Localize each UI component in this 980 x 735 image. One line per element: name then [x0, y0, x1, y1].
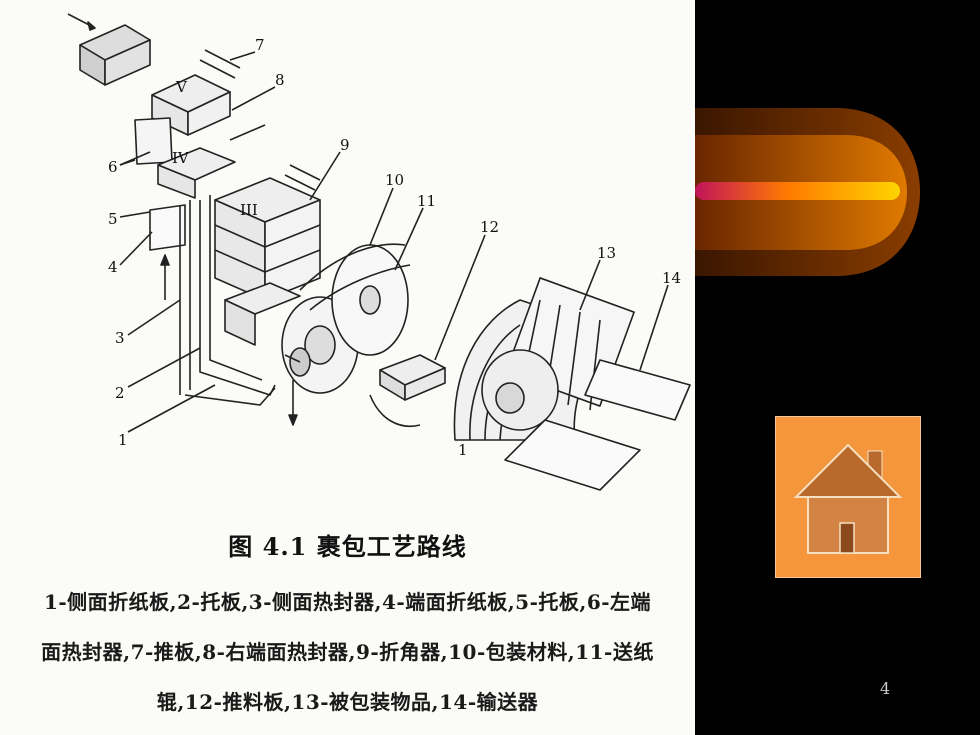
comet-decoration [695, 108, 920, 276]
legend-line-2: 面热封器,7-推板,8-右端面热封器,9-折角器,10-包装材料,11-送纸 [41, 640, 654, 664]
end-heat-sealer [119, 117, 266, 166]
part-label-12: 12 [480, 218, 499, 236]
part-label-8: 8 [275, 71, 285, 89]
home-icon [793, 443, 903, 554]
part-label-7: 7 [255, 36, 265, 54]
conveyor-belt [504, 359, 691, 491]
station-label-iv: IV [172, 149, 190, 167]
part-label-6: 6 [108, 158, 118, 176]
part-label-2: 2 [115, 384, 125, 402]
legend-line-1: 1-侧面折纸板,2-托板,3-侧面热封器,4-端面折纸板,5-托板,6-左端 [43, 590, 652, 614]
legend-line-3: 辊,12-推料板,13-被包装物品,14-输送器 [156, 690, 539, 714]
part-label-1: 1 [118, 431, 128, 449]
part-label-4: 4 [108, 258, 118, 276]
part-label-14: 14 [662, 269, 681, 287]
page-number: 4 [880, 679, 891, 698]
part-label-13: 13 [597, 244, 616, 262]
station-label-v: V [175, 78, 188, 96]
part-number-labels: 1 2 3 4 5 6 7 8 9 10 11 12 13 14 1 V IV … [108, 36, 681, 459]
packaging-process-diagram: 1 2 3 4 5 6 7 8 9 10 11 12 13 14 1 V IV … [67, 13, 691, 491]
part-label-1-bottom: 1 [458, 441, 468, 459]
slide-sidebar [695, 0, 980, 735]
part-label-5: 5 [108, 210, 118, 228]
part-label-3: 3 [115, 329, 125, 347]
diagram-panel: 1 2 3 4 5 6 7 8 9 10 11 12 13 14 1 V IV … [0, 0, 695, 735]
figure-title: 图 4.1 裹包工艺路线 [228, 532, 467, 561]
paper-feed-roller [281, 243, 411, 394]
part-label-9: 9 [340, 136, 350, 154]
station-v-box [151, 74, 231, 136]
home-button[interactable] [775, 416, 921, 578]
stacked-boxes [214, 177, 321, 346]
pusher-block [369, 354, 446, 427]
part-label-10: 10 [385, 171, 404, 189]
product-drum [453, 277, 635, 441]
part-label-11: 11 [417, 192, 436, 210]
station-iv-box [157, 147, 236, 199]
incoming-box [67, 13, 151, 86]
station-label-iii: III [240, 201, 258, 219]
